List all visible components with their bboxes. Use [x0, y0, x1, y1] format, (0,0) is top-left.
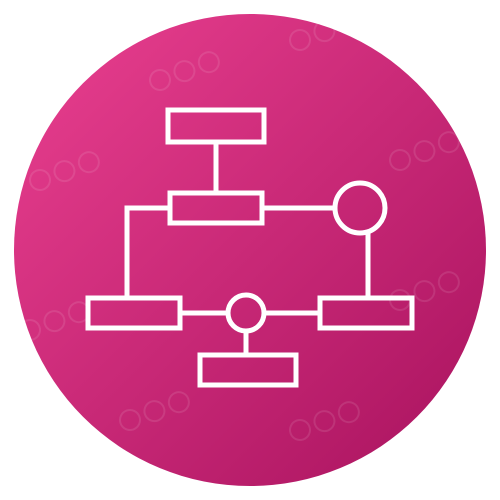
right-process-box: [317, 295, 415, 331]
connector-middle-to-left-box: [124, 205, 170, 298]
right-decision-node: [332, 180, 388, 236]
bottom-process-box: [197, 352, 299, 388]
badge-circle: [14, 14, 486, 486]
flowchart-lines: [85, 107, 415, 388]
